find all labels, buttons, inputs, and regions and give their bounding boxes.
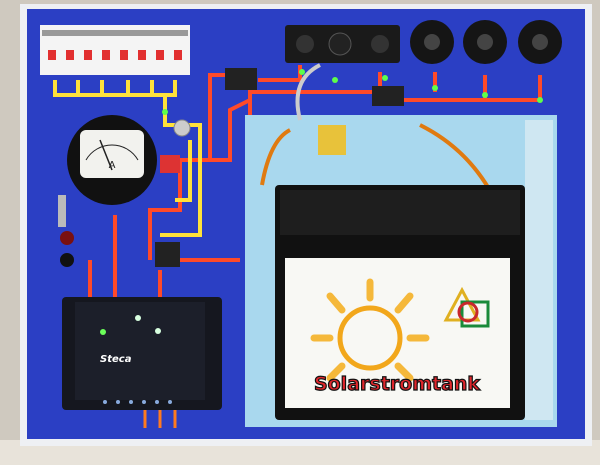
charge-controller: Steca [62, 297, 222, 410]
led-indicators [162, 69, 543, 115]
socket-icons [410, 20, 562, 64]
usb-socket [328, 32, 352, 56]
switch-knob [371, 35, 389, 53]
sun-icon [337, 305, 403, 371]
terminal-block [155, 242, 180, 267]
test-socket [60, 253, 74, 267]
fuse-holder [160, 155, 180, 173]
push-button [173, 119, 191, 137]
terminal-block [225, 68, 257, 90]
meter-unit-label: A [109, 160, 116, 171]
ammeter: A [67, 115, 157, 205]
compartment-side [525, 120, 553, 420]
battery-label-text: Solarstromtank [314, 373, 480, 395]
fuse-block [40, 25, 190, 75]
terminal-block [372, 86, 404, 106]
logo-icon [443, 286, 490, 328]
controller-cables [143, 410, 177, 428]
battery: Solarstromtank [260, 63, 525, 420]
test-socket [60, 231, 74, 245]
controller-brand: Steca [100, 354, 132, 365]
switch-knob [296, 35, 314, 53]
test-probe [58, 195, 66, 227]
battery-clamp [318, 125, 346, 155]
